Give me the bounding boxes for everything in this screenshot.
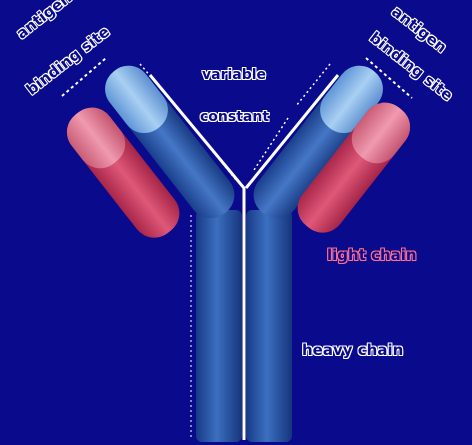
heavy-chain-left-stem xyxy=(196,210,242,442)
light-chain-label: light chain xyxy=(327,248,417,263)
heavy-chain-right-stem xyxy=(246,210,292,442)
heavy-chain-label: heavy chain xyxy=(302,343,403,358)
variable-label: variable xyxy=(202,68,266,82)
constant-label: constant xyxy=(200,110,269,124)
